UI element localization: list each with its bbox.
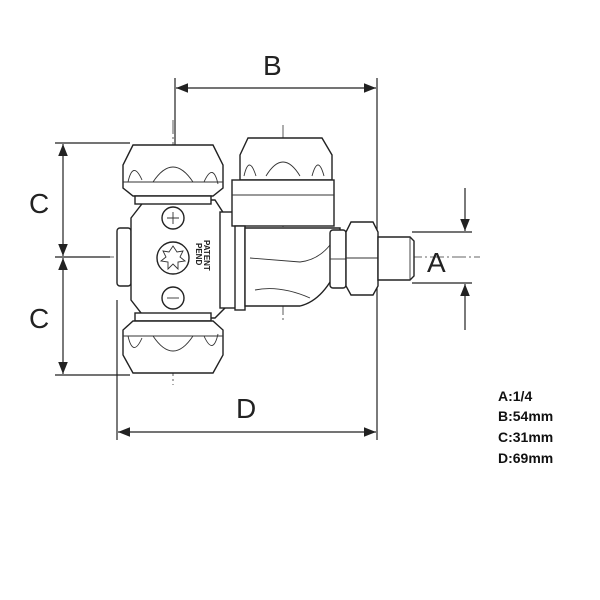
bottom-cap-nut — [122, 312, 224, 374]
spec-b: B:54mm — [498, 408, 554, 424]
dimension-a: A — [427, 188, 470, 330]
dimension-d: D — [118, 393, 376, 437]
dimension-d-label: D — [236, 393, 256, 424]
dimension-c-label-lower: C — [29, 303, 49, 334]
top-cap-nut — [122, 144, 224, 205]
elbow-cap — [231, 137, 335, 227]
dimension-c: C C — [29, 144, 68, 374]
dimension-b-label: B — [263, 50, 282, 81]
spec-c: C:31mm — [498, 429, 554, 445]
union-nut — [329, 221, 379, 296]
threaded-pipe — [377, 236, 415, 281]
elbow-body — [234, 225, 341, 311]
dimension-a-label: A — [427, 247, 446, 278]
dimension-c-label-upper: C — [29, 188, 49, 219]
patent-text: PATENT — [202, 240, 211, 271]
pend-text: PEND — [194, 243, 203, 265]
valve-body: PATENT PEND — [116, 199, 239, 319]
spec-d: D:69mm — [498, 450, 554, 466]
dimension-b: B — [176, 50, 376, 93]
spec-a: A:1/4 — [498, 388, 533, 404]
